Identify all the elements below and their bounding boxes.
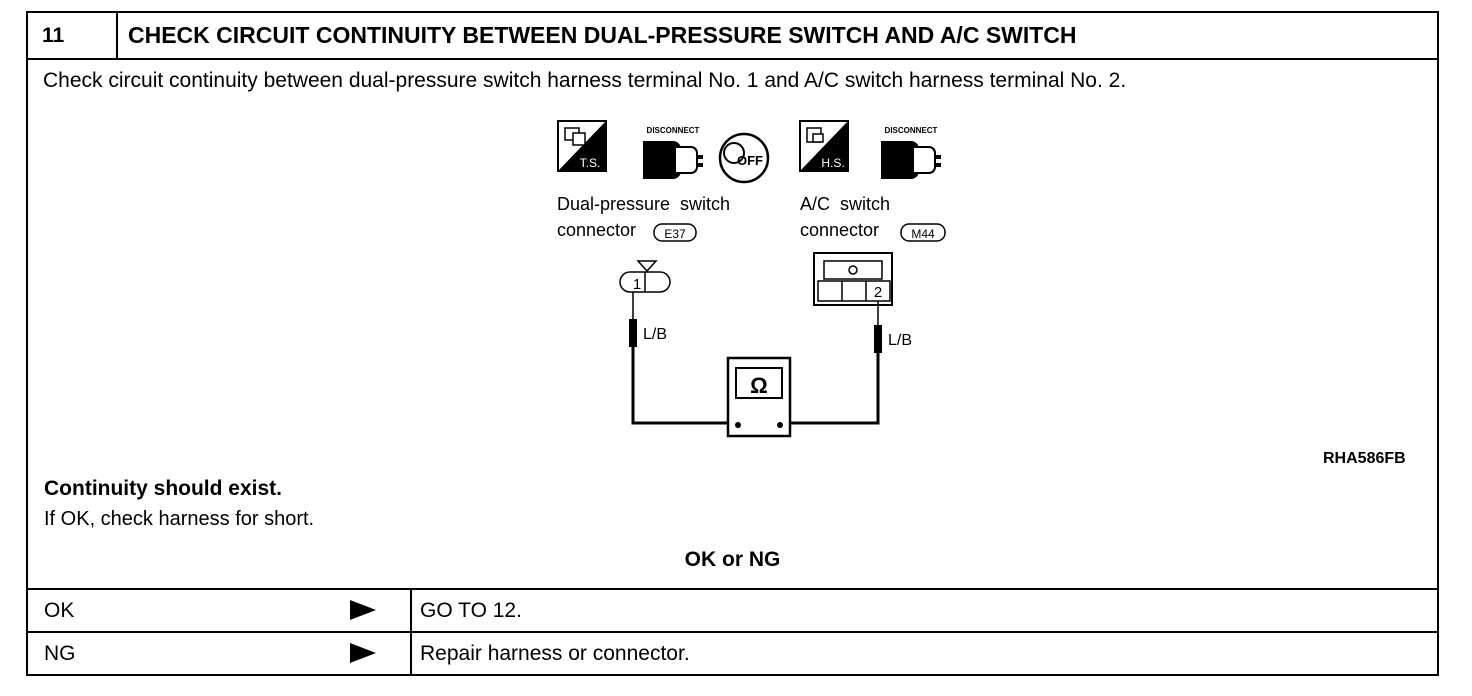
left-connector-drawing: 1 [619, 260, 671, 293]
disconnect-icon-left: DISCONNECT [643, 126, 703, 179]
step-header: 11 CHECK CIRCUIT CONTINUITY BETWEEN DUAL… [28, 13, 1437, 60]
action-ok: GO TO 12. [420, 599, 522, 622]
test-leads [629, 292, 882, 425]
decision-row-ok: OK GO TO 12. [28, 588, 1437, 631]
column-divider [410, 590, 412, 631]
continuity-diagram: T.S. DISCONNECT OFF H.S. DISCONNECT [557, 120, 946, 438]
hs-tool-icon: H.S. [799, 120, 849, 172]
ignition-off-label: OFF [737, 153, 763, 168]
instruction-text: Check circuit continuity between dual-pr… [43, 69, 1127, 92]
right-connector-word: connector [800, 220, 879, 240]
ts-tool-icon: T.S. [557, 120, 607, 172]
action-ng: Repair harness or connector. [420, 642, 690, 665]
ok-or-ng-label: OK or NG [684, 548, 781, 571]
left-wire-color: L/B [643, 326, 667, 343]
column-divider [410, 633, 412, 674]
disconnect-icon-right: DISCONNECT [881, 126, 941, 179]
ohm-symbol: Ω [750, 373, 768, 398]
ignition-off-icon: OFF [718, 132, 770, 184]
left-connector-code: E37 [664, 227, 686, 241]
step-number: 11 [28, 13, 118, 58]
ohmmeter-icon: Ω [726, 356, 792, 438]
procedure-table: 11 CHECK CIRCUIT CONTINUITY BETWEEN DUAL… [26, 11, 1439, 676]
continuity-spec: Continuity should exist. [44, 477, 283, 500]
figure-reference-code: RHA586FB [1323, 450, 1406, 467]
disconnect-label-left: DISCONNECT [647, 126, 700, 135]
right-terminal-number: 2 [874, 284, 882, 301]
left-connector-word: connector [557, 220, 636, 240]
disconnect-label-right: DISCONNECT [885, 126, 938, 135]
step-title: CHECK CIRCUIT CONTINUITY BETWEEN DUAL-PR… [128, 22, 1077, 48]
arrow-right-icon [350, 643, 376, 663]
ts-label: T.S. [580, 156, 601, 170]
hs-label: H.S. [821, 156, 844, 170]
right-connector-code: M44 [911, 227, 935, 241]
condition-ok: OK [44, 599, 75, 622]
right-connector-name: A/C switch [800, 194, 890, 214]
left-terminal-number: 1 [633, 276, 641, 293]
ok-note: If OK, check harness for short. [44, 508, 315, 530]
arrow-right-icon [350, 600, 376, 620]
right-connector-drawing: 2 [813, 252, 893, 306]
right-wire-color: L/B [888, 332, 912, 349]
decision-row-ng: NG Repair harness or connector. [28, 631, 1437, 674]
left-connector-name: Dual-pressure switch [557, 194, 730, 214]
condition-ng: NG [44, 642, 76, 665]
